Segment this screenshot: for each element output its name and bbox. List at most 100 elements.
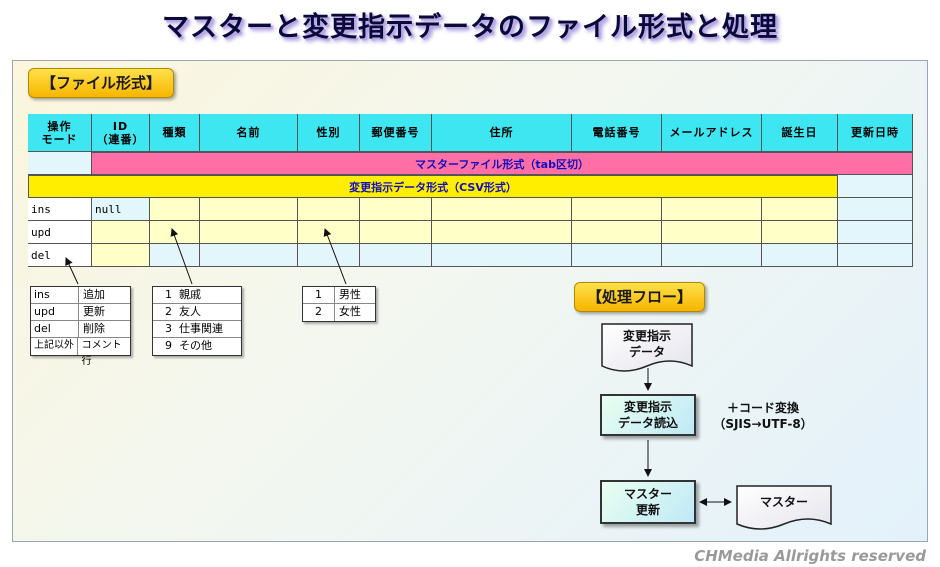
type-legend-row: 2 友人 (153, 304, 241, 321)
mode-legend: ins 追加 upd 更新 del 削除 上記以外コメント行 (30, 286, 131, 367)
column-header-line: 操作 (47, 119, 72, 133)
column-header: 誕生日 (762, 114, 838, 152)
table-cell (432, 244, 572, 267)
column-header-line: 名前 (236, 126, 261, 139)
table-cell (360, 244, 432, 267)
table-cell (572, 221, 662, 244)
table-cell (662, 198, 762, 221)
table-cell (200, 198, 298, 221)
type-meaning: 仕事関連 (179, 322, 223, 335)
table-cell (92, 221, 150, 244)
column-header: メールアドレス (662, 114, 762, 152)
type-legend-row: 1 親戚 (153, 287, 241, 304)
column-header-line: 電話番号 (592, 126, 641, 139)
table-cell (762, 244, 838, 267)
mode-meaning: 追加 (83, 288, 105, 301)
table-cell (298, 198, 360, 221)
type-meaning: その他 (179, 339, 212, 352)
column-header-line: モード (41, 132, 78, 146)
mode-code: del (31, 321, 79, 337)
master-document: マスター (759, 495, 808, 509)
mode-legend-row: ins 追加 (31, 287, 130, 304)
column-header-line: 性別 (316, 126, 341, 139)
conversion-line2: （SJIS→UTF-8） (713, 417, 813, 431)
table-cell (432, 221, 572, 244)
column-header: 名前 (200, 114, 298, 152)
conversion-line1: ＋コード変換 (726, 401, 799, 415)
column-header-line: 郵便番号 (371, 126, 420, 139)
type-legend-row: 3 仕事関連 (153, 321, 241, 338)
conversion-note: ＋コード変換 （SJIS→UTF-8） (704, 400, 822, 432)
type-legend-row: 9 その他 (153, 338, 241, 355)
type-meaning: 親戚 (179, 288, 201, 301)
input-document: 変更指示 データ (602, 328, 692, 360)
table-cell (298, 244, 360, 267)
table-cell (150, 221, 200, 244)
table-cell (762, 221, 838, 244)
type-code: 3 (165, 322, 172, 335)
mode-meaning: コメント行 (81, 340, 122, 367)
table-cell (572, 198, 662, 221)
mode-legend-row: del 削除 (31, 321, 130, 338)
empty-cell (28, 152, 92, 175)
update-line1: マスター (623, 487, 672, 501)
read-process-box: 変更指示 データ読込 (600, 394, 696, 436)
table-cell: del (28, 244, 92, 267)
table-cell (200, 244, 298, 267)
column-header-line: 種類 (162, 126, 187, 139)
table-cell (360, 198, 432, 221)
mode-legend-row: upd 更新 (31, 304, 130, 321)
table-cell (432, 198, 572, 221)
column-header: 操作モード (28, 114, 92, 152)
column-header: 電話番号 (572, 114, 662, 152)
gender-legend-row: 1 男性 (303, 287, 375, 304)
column-header: ID（連番） (92, 114, 150, 152)
process-flow-label: 【処理フロー】 (574, 282, 706, 312)
type-code: 2 (165, 305, 172, 318)
table-cell: ins (28, 198, 92, 221)
read-line2: データ読込 (617, 416, 678, 430)
table-cell (298, 221, 360, 244)
change-format-band: 変更指示データ形式（CSV形式） (28, 175, 838, 198)
type-code: 1 (165, 288, 172, 301)
read-line1: 変更指示 (623, 400, 672, 414)
table-cell (150, 244, 200, 267)
gender-code: 1 (303, 287, 335, 303)
table-cell: null (92, 198, 150, 221)
type-code: 9 (165, 339, 172, 352)
table-cell (662, 221, 762, 244)
table-cell (838, 221, 913, 244)
copyright-text: CHMedia Allrights reserved (694, 547, 926, 565)
master-format-band: マスターファイル形式（tab区切） (92, 152, 913, 175)
file-format-label: 【ファイル形式】 (28, 68, 175, 98)
mode-code: ins (31, 287, 79, 303)
column-header: 性別 (298, 114, 360, 152)
update-line2: 更新 (635, 503, 660, 517)
mode-code: upd (31, 304, 79, 320)
column-header-line: ID (112, 119, 129, 133)
table-cell (150, 198, 200, 221)
mode-meaning: 削除 (83, 322, 105, 335)
column-header-line: 更新日時 (851, 126, 899, 139)
mode-meaning: 更新 (83, 305, 105, 318)
column-header-line: （連番） (96, 132, 145, 146)
table-cell (838, 244, 913, 267)
update-process-box: マスター 更新 (600, 480, 696, 524)
column-header: 住所 (432, 114, 572, 152)
gender-code: 2 (303, 304, 335, 321)
mode-legend-row: 上記以外コメント行 (31, 338, 130, 367)
table-cell (360, 221, 432, 244)
type-meaning: 友人 (179, 305, 201, 318)
column-header: 郵便番号 (360, 114, 432, 152)
type-legend: 1 親戚 2 友人 3 仕事関連 9 その他 (152, 286, 242, 356)
table-cell (662, 244, 762, 267)
column-header-line: 住所 (489, 126, 514, 139)
main-title: マスターと変更指示データのファイル形式と処理 (162, 12, 778, 43)
table-cell (572, 244, 662, 267)
table-cell (762, 198, 838, 221)
input-doc-line2: データ (628, 345, 665, 359)
column-header-line: 誕生日 (781, 126, 818, 139)
gender-meaning: 男性 (339, 288, 361, 301)
